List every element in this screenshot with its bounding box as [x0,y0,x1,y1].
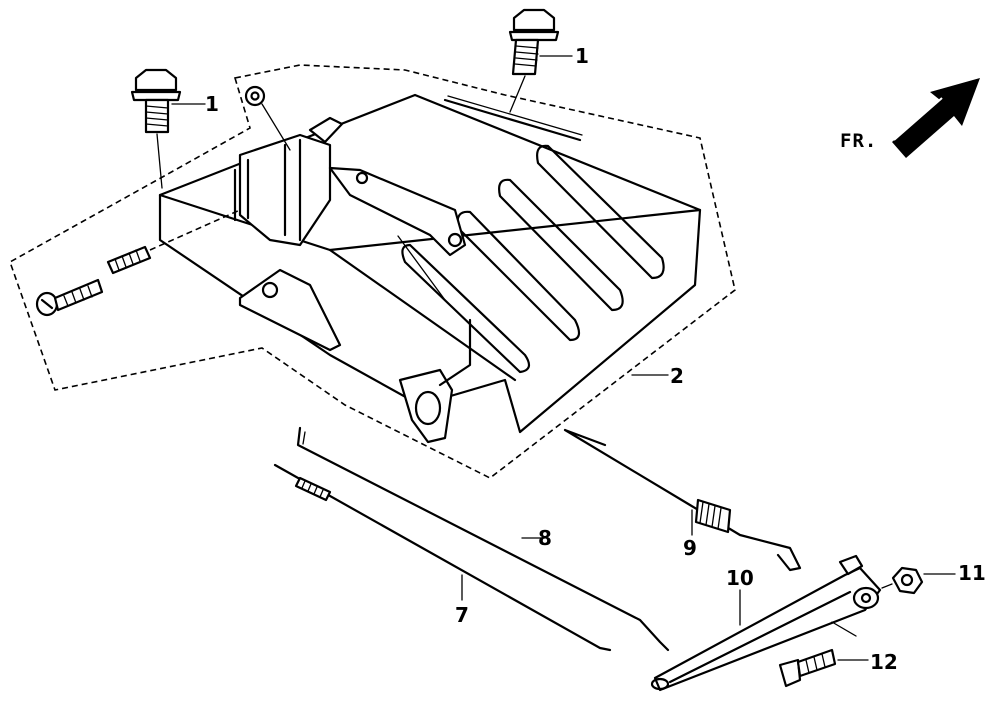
lever-part-10 [650,554,882,692]
screw-and-spring-left [35,209,241,317]
callout-12: 12 [870,650,898,674]
callout-10: 10 [726,566,754,590]
direction-label: FR. [840,130,878,152]
bolt-part-1-right [508,8,573,113]
callout-8: 8 [538,526,552,550]
assembly-boundary [9,64,736,479]
cover-plate-part-2 [158,85,702,444]
callout-1-right: 1 [575,44,589,68]
callout-11: 11 [958,561,986,585]
callout-1-left: 1 [205,92,219,116]
rod-part-8 [296,426,670,652]
callout-2: 2 [670,364,684,388]
bolt-part-1-left [130,68,206,189]
rod-part-7 [273,463,612,652]
nut-part-11 [881,566,956,595]
callout-9: 9 [683,536,697,560]
front-arrow-icon [892,78,980,158]
spring-part-9 [563,428,802,572]
bolt-part-12 [778,621,869,688]
callout-7: 7 [455,603,469,627]
